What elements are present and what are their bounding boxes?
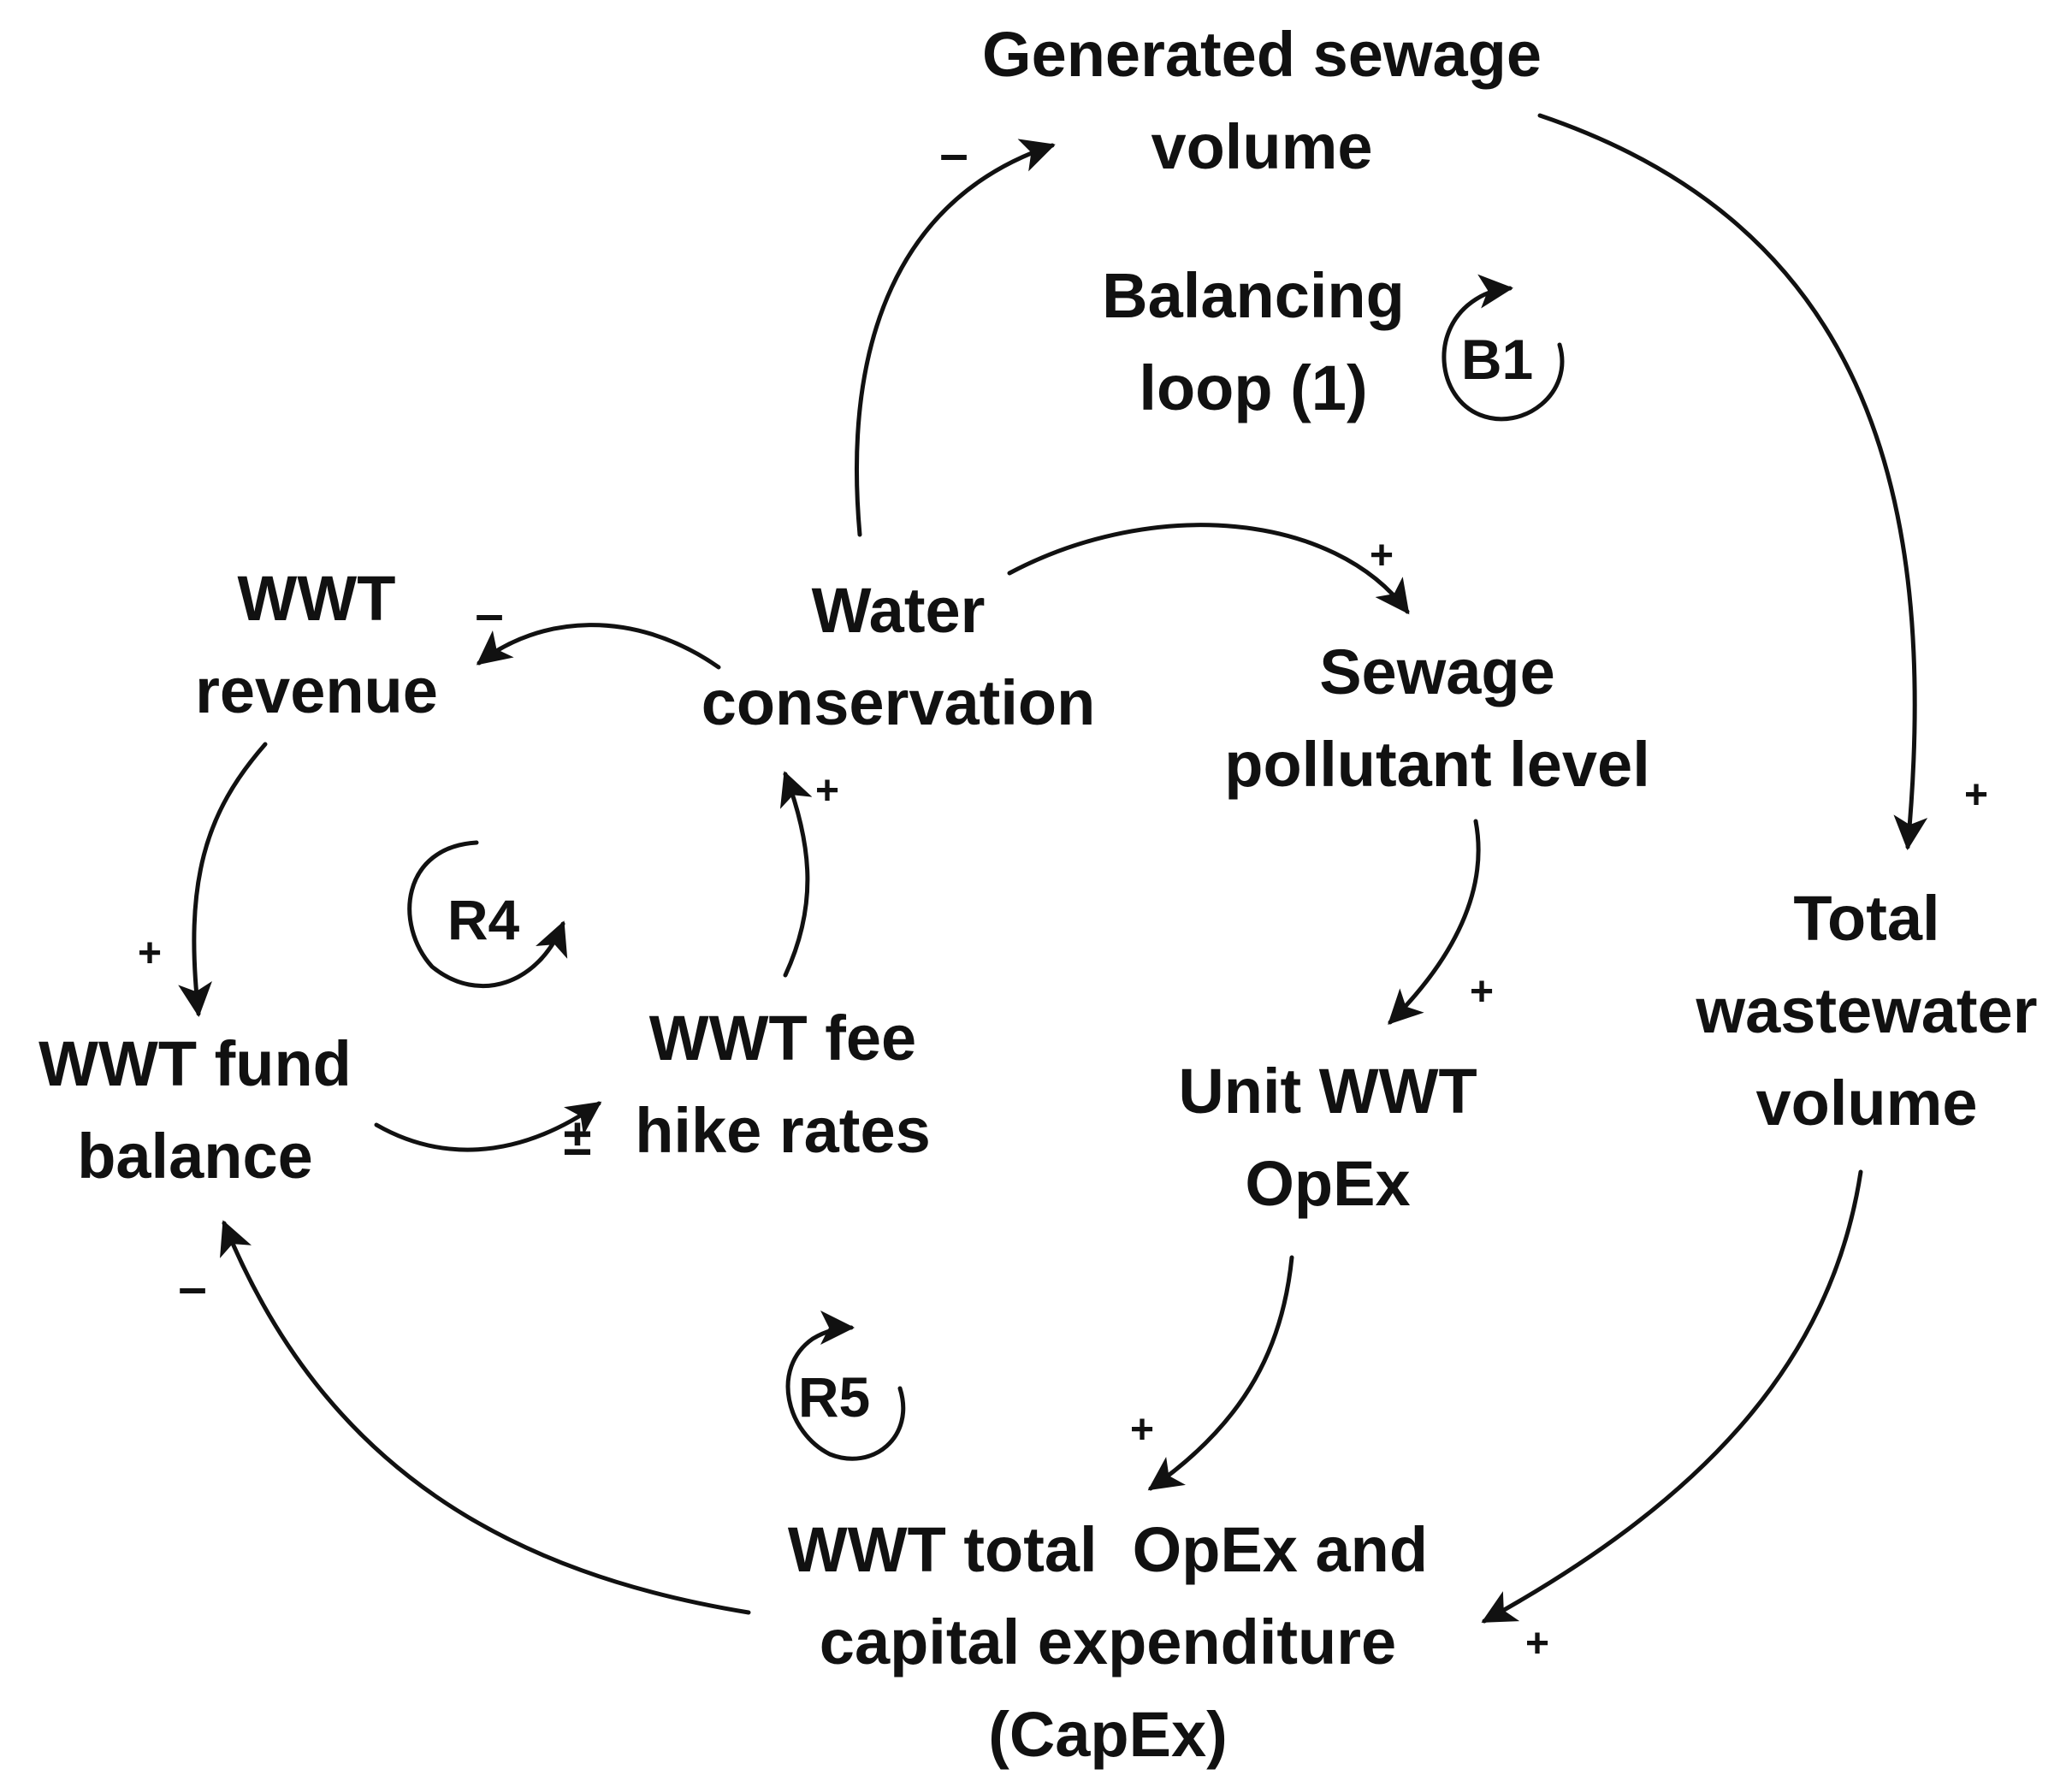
- polarity-gsv-to-twv: +: [1963, 772, 1989, 818]
- link-fund-to-fee: [374, 1101, 602, 1152]
- loop-b1-arrow: [1442, 274, 1565, 422]
- polarity-fund-to-fee: ±: [563, 1109, 592, 1166]
- node-water-conservation: Water conservation: [701, 575, 1096, 738]
- loop-label-b1: B1: [1460, 328, 1534, 391]
- loop-r4-arrow: [407, 840, 568, 989]
- polarity-spl-to-opex: +: [1469, 969, 1495, 1015]
- link-gsv-to-twv: [1537, 113, 1928, 850]
- node-sewage-pollutant-level: Sewage pollutant level: [1224, 636, 1650, 800]
- loop-r5-arrow: [785, 1311, 906, 1461]
- polarity-fee-to-wc: +: [814, 768, 840, 814]
- link-fee-to-wc: [779, 771, 813, 978]
- node-wwt-revenue: WWT revenue: [195, 563, 438, 726]
- link-rev-to-fund: [178, 742, 268, 1017]
- link-opex-to-total: [1147, 1255, 1294, 1491]
- link-wc-to-gsv: [855, 139, 1056, 537]
- node-generated-sewage-volume: Generated sewage volume: [982, 19, 1542, 182]
- loop-label-r5: R5: [797, 1365, 871, 1429]
- polarity-wc-to-spl: +: [1369, 533, 1394, 578]
- polarity-opex-to-total: +: [1129, 1407, 1155, 1453]
- node-unit-wwt-opex: Unit WWT OpEx: [1178, 1056, 1477, 1219]
- polarity-wc-to-rev: –: [475, 585, 504, 642]
- link-wc-to-spl: [1007, 523, 1410, 615]
- polarity-total-to-fund: –: [178, 1258, 207, 1316]
- node-wwt-total-opex-capex: WWT total OpEx and capital expenditure (…: [787, 1514, 1429, 1770]
- node-total-wastewater-volume: Total wastewater volume: [1696, 883, 2038, 1139]
- polarity-wc-to-gsv: –: [939, 125, 968, 182]
- label-balancing-loop: Balancing loop (1): [1102, 260, 1405, 423]
- link-wc-to-rev: [476, 623, 721, 670]
- loop-label-r4: R4: [447, 888, 520, 951]
- node-wwt-fee-hike-rates: WWT fee hike rates: [635, 1003, 931, 1166]
- polarity-twv-to-total: +: [1524, 1621, 1550, 1666]
- polarity-rev-to-fund: +: [137, 931, 163, 976]
- link-spl-to-opex: [1388, 819, 1481, 1025]
- link-total-to-fund: [220, 1220, 751, 1615]
- link-twv-to-total: [1481, 1169, 1863, 1624]
- node-wwt-fund-balance: WWT fund balance: [38, 1028, 352, 1192]
